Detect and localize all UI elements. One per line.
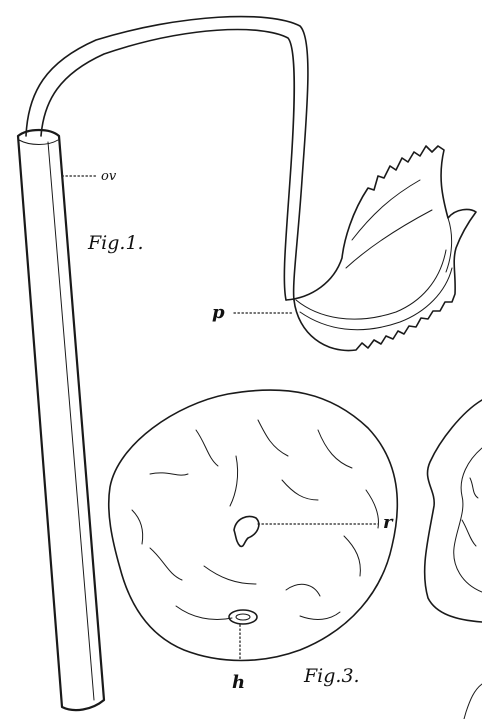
style-inner-line xyxy=(41,30,294,300)
seed-texture-13 xyxy=(300,612,340,619)
figure-3-drawing xyxy=(109,390,398,660)
raphe-marking xyxy=(234,517,259,547)
seed-texture-6 xyxy=(150,548,182,580)
hilum-outer xyxy=(229,610,257,624)
seed-texture-12 xyxy=(132,510,143,544)
seed-texture-9 xyxy=(344,536,360,576)
adjacent-texture-2 xyxy=(462,520,476,546)
adjacent-figure-fragment xyxy=(425,400,482,719)
stigma-fold-4 xyxy=(346,210,432,268)
adjacent-texture-1 xyxy=(470,478,478,498)
seed-outline xyxy=(109,390,398,660)
adjacent-lower-fragment xyxy=(464,684,482,719)
seed-texture-11 xyxy=(230,456,238,506)
seed-texture-2 xyxy=(196,430,218,466)
seed-texture-3 xyxy=(258,420,288,456)
figure-3-caption: Fig.3. xyxy=(303,665,360,687)
ovary-outline xyxy=(18,130,104,710)
seed-texture-14 xyxy=(366,490,379,528)
label-h: h xyxy=(232,672,245,693)
label-r: r xyxy=(383,512,394,533)
adjacent-seed-inner-edge xyxy=(454,448,482,592)
stigma-fold-5 xyxy=(446,218,452,272)
seed-texture-7 xyxy=(204,566,256,584)
figure-1-drawing xyxy=(18,17,476,711)
ovary-top-rim xyxy=(19,140,58,145)
figure-1-caption: Fig.1. xyxy=(87,232,144,254)
seed-texture-5 xyxy=(282,480,318,500)
stigma-fold-3 xyxy=(352,180,420,240)
label-ov: ov xyxy=(101,169,117,184)
stigma-outline xyxy=(286,146,476,351)
seed-texture-10 xyxy=(176,606,232,620)
stigma-fold-2 xyxy=(300,268,452,330)
label-p: p xyxy=(212,302,225,323)
hilum-inner xyxy=(236,614,250,620)
seed-texture-4 xyxy=(318,430,352,468)
adjacent-seed-edge xyxy=(425,400,482,622)
seed-texture-8 xyxy=(286,584,320,596)
seed-texture-1 xyxy=(150,473,188,475)
